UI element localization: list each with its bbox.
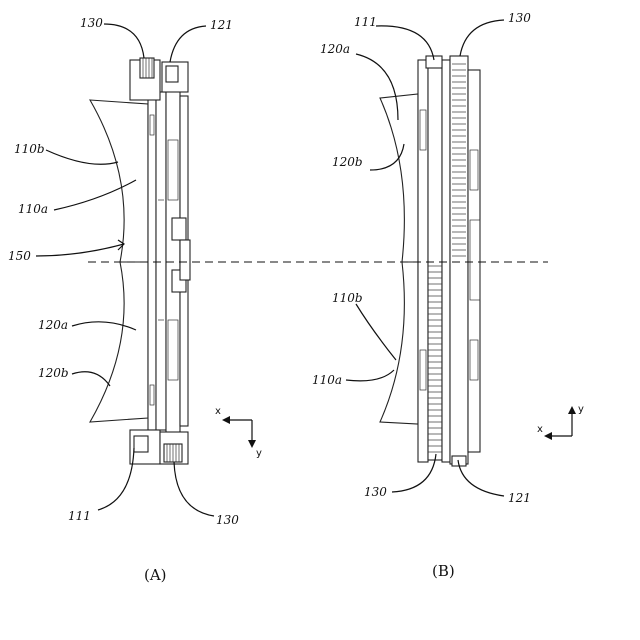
label-130-bottom-b: 130 — [364, 485, 387, 499]
label-130-bottom-a: 130 — [216, 513, 239, 527]
label-130-top-b: 130 — [508, 11, 531, 25]
label-121-a: 121 — [210, 18, 233, 32]
label-130-top-a: 130 — [80, 16, 103, 30]
clip-111-a — [134, 436, 148, 452]
label-120b-a: 120b — [38, 366, 69, 380]
label-120a-a: 120a — [38, 318, 68, 332]
label-121-b: 121 — [508, 491, 531, 505]
axis-x-a: x — [215, 406, 221, 417]
gear-strip-b — [450, 56, 468, 464]
plate-1-a — [148, 92, 156, 430]
lens-120-a — [90, 262, 148, 422]
label-111-a: 111 — [68, 509, 91, 523]
axis-y-b: y — [578, 404, 584, 415]
label-110b-b: 110b — [332, 291, 363, 305]
label-110b-a: 110b — [14, 142, 45, 156]
lens-110-a — [90, 100, 148, 262]
label-150-a: 150 — [8, 249, 31, 263]
plate-2-a — [156, 92, 166, 430]
lens-120-b — [380, 94, 418, 262]
caption-b: (B) — [432, 562, 455, 580]
caption-a: (A) — [144, 566, 167, 584]
label-110a-b: 110a — [312, 373, 342, 387]
lens-110-b — [380, 262, 418, 424]
axes-b — [544, 406, 576, 440]
panel-a-drawing — [90, 58, 190, 464]
axes-a — [222, 416, 256, 448]
plate-3-b — [442, 60, 450, 462]
label-120b-b: 120b — [332, 155, 363, 169]
plate-2-b — [428, 62, 442, 460]
panel-b-drawing — [380, 56, 480, 466]
label-110a-a: 110a — [18, 202, 48, 216]
plate-1-b — [418, 60, 428, 462]
label-111-b: 111 — [354, 15, 377, 29]
axis-y-a: y — [256, 448, 262, 459]
axis-x-b: x — [537, 424, 543, 435]
label-120a-b: 120a — [320, 42, 350, 56]
